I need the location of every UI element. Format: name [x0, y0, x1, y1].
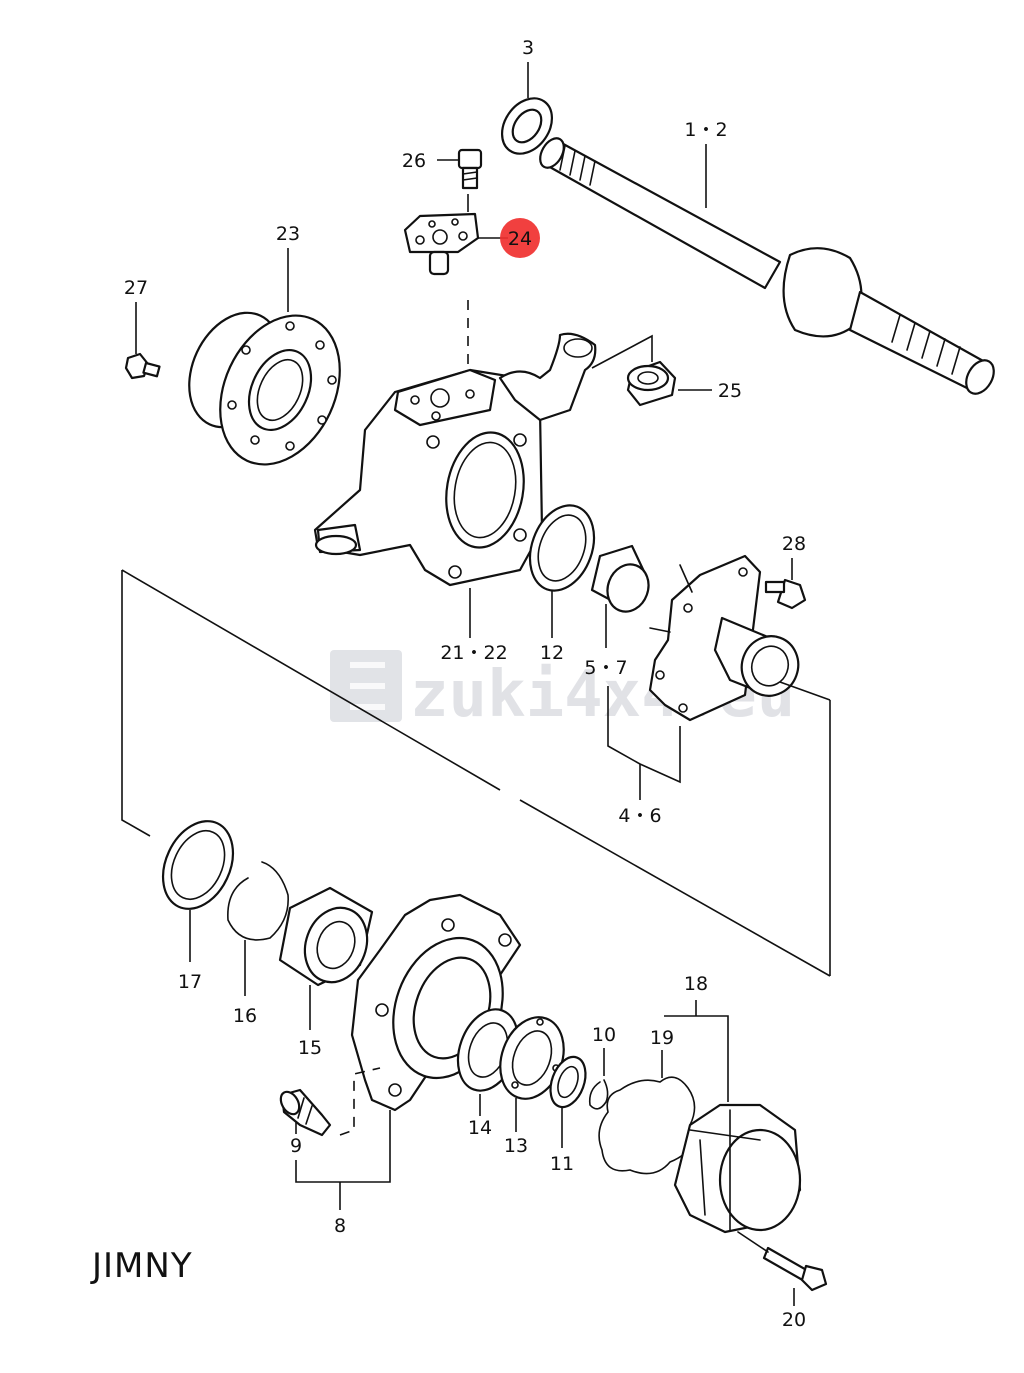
label-3: 3	[522, 37, 534, 59]
label-26: 26	[402, 150, 426, 172]
part-26-bolt[interactable]	[457, 148, 483, 190]
label-27: 27	[124, 277, 148, 299]
part-4-6-spindle[interactable]	[648, 554, 807, 722]
label-4-6: 4・6	[618, 805, 661, 827]
part-23-bearing-housing[interactable]	[172, 296, 363, 484]
label-16: 16	[233, 1005, 257, 1027]
part-15-wheel-bearing[interactable]	[278, 886, 377, 991]
part-24-plate[interactable]	[403, 212, 480, 276]
part-21-22-steering-knuckle[interactable]	[313, 332, 597, 587]
bracket-left	[121, 570, 151, 837]
part-24-highlight-marker[interactable]: 24	[500, 218, 540, 258]
label-11: 11	[550, 1153, 574, 1175]
part-27-bolt[interactable]	[124, 352, 161, 380]
part-19-gasket[interactable]	[598, 1076, 696, 1175]
label-23: 23	[276, 223, 300, 245]
part-9-hub-bolt[interactable]	[277, 1088, 332, 1137]
label-19: 19	[650, 1027, 674, 1049]
part-17-oil-seal[interactable]	[150, 810, 247, 920]
label-1-2: 1・2	[684, 119, 727, 141]
part-25-bearing[interactable]	[626, 360, 677, 407]
label-28: 28	[782, 533, 806, 555]
label-14: 14	[468, 1117, 492, 1139]
label-13: 13	[504, 1135, 528, 1157]
part-3-oil-seal[interactable]	[492, 89, 562, 163]
label-18: 18	[684, 973, 708, 995]
part-12-oil-seal[interactable]	[519, 496, 605, 599]
part-16-snap-ring[interactable]	[227, 861, 289, 941]
label-9: 9	[290, 1135, 302, 1157]
label-12: 12	[540, 642, 564, 664]
part-28-bolt[interactable]	[764, 578, 807, 610]
part-1-2-axle-shaft[interactable]	[535, 134, 999, 398]
label-21-22: 21・22	[440, 642, 507, 664]
model-name: JIMNY	[92, 1246, 193, 1286]
part-11-nut[interactable]	[544, 1052, 592, 1112]
part-10-snap-ring[interactable]	[588, 1079, 609, 1110]
part-5-7-bushing[interactable]	[590, 544, 655, 617]
part-20-bolt[interactable]	[762, 1246, 828, 1292]
label-17: 17	[178, 971, 202, 993]
part-13-lock-washer[interactable]	[489, 1008, 574, 1107]
label-24: 24	[508, 228, 532, 250]
label-15: 15	[298, 1037, 322, 1059]
label-10: 10	[592, 1024, 616, 1046]
label-5-7: 5・7	[584, 657, 627, 679]
label-20: 20	[782, 1309, 806, 1331]
part-18-hub-cap[interactable]	[673, 1103, 802, 1234]
label-25: 25	[718, 380, 742, 402]
label-8: 8	[334, 1215, 346, 1237]
